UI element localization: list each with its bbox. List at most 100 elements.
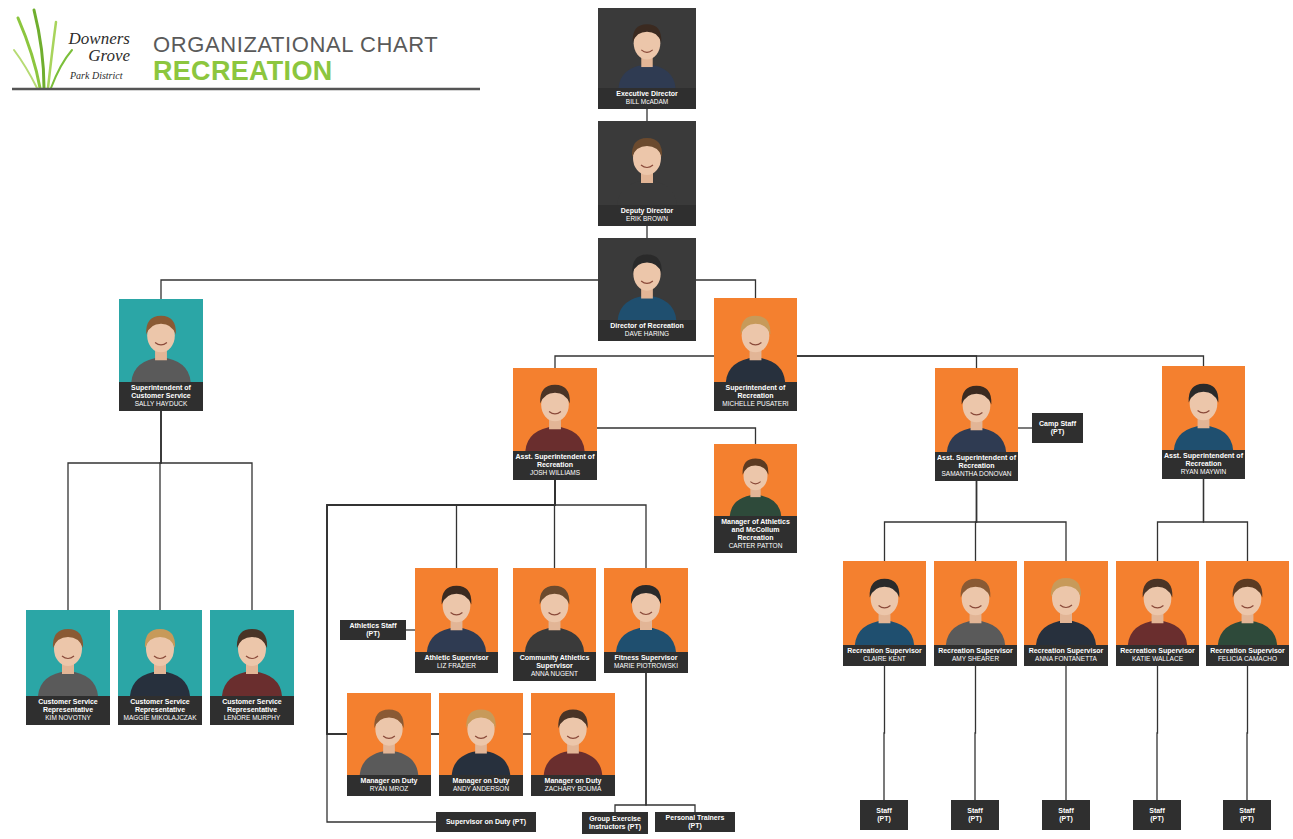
portrait-body bbox=[1218, 620, 1277, 645]
person-name: CLAIRE KENT bbox=[844, 655, 925, 663]
portrait-panel bbox=[714, 298, 797, 382]
job-title: Executive Director bbox=[599, 90, 695, 98]
person-card: Customer Service RepresentativeMAGGIE MI… bbox=[118, 610, 202, 725]
box-label: Staff (PT) bbox=[1235, 807, 1259, 823]
portrait bbox=[598, 121, 696, 205]
staff-box: Group Exercise Instructors (PT) bbox=[582, 812, 648, 834]
portrait-panel bbox=[598, 238, 696, 320]
staff-box: Staff (PT) bbox=[1223, 800, 1271, 830]
box-text-group: Athletics Staff (PT) bbox=[345, 622, 401, 638]
person-name: ERIK BROWN bbox=[599, 215, 695, 223]
name-plate: Superintendent of RecreationMICHELLE PUS… bbox=[714, 382, 797, 411]
job-title: Asst. Superintendent of Recreation bbox=[1163, 452, 1244, 468]
portrait-body bbox=[1128, 620, 1187, 645]
connector bbox=[974, 666, 976, 800]
portrait-body bbox=[946, 620, 1005, 645]
job-title: Superintendent of Recreation bbox=[715, 384, 796, 400]
portrait-smile bbox=[1242, 605, 1254, 607]
person-card: Manager on DutyRYAN MROZ bbox=[347, 693, 431, 796]
portrait-body bbox=[618, 64, 675, 88]
person-card: Asst. Superintendent of RecreationJOSH W… bbox=[513, 368, 597, 480]
person-card: Fitness SupervisorMARIE PIOTROWSKI bbox=[604, 568, 688, 673]
portrait bbox=[934, 561, 1017, 645]
logo-text: Park District bbox=[70, 70, 123, 81]
portrait-body bbox=[544, 751, 603, 775]
box-text-group: Staff (PT) bbox=[872, 807, 896, 823]
portrait-hair bbox=[1051, 578, 1081, 597]
portrait-smile bbox=[1152, 605, 1164, 607]
job-title: Customer Service Representative bbox=[119, 698, 201, 714]
box-label: Camp Staff (PT) bbox=[1036, 420, 1080, 436]
portrait-body bbox=[618, 296, 677, 320]
portrait-hair bbox=[540, 385, 570, 404]
name-plate: Customer Service RepresentativeMAGGIE MI… bbox=[118, 696, 202, 725]
portrait-smile bbox=[640, 612, 652, 615]
portrait-smile bbox=[750, 342, 762, 344]
portrait-smile bbox=[62, 656, 74, 659]
portrait-smile bbox=[154, 656, 166, 659]
job-title: Recreation Supervisor bbox=[1117, 647, 1198, 655]
connector bbox=[68, 411, 161, 610]
job-title: Manager of Athletics and McCollum Recrea… bbox=[715, 518, 796, 542]
portrait-panel bbox=[415, 568, 498, 652]
job-title: Deputy Director bbox=[599, 207, 695, 215]
staff-box: Athletics Staff (PT) bbox=[340, 620, 406, 640]
portrait-panel bbox=[513, 568, 596, 652]
box-label: Staff (PT) bbox=[1145, 807, 1169, 823]
person-card: Superintendent of Customer ServiceSALLY … bbox=[119, 299, 203, 411]
portrait bbox=[1206, 561, 1289, 645]
portrait-panel bbox=[1116, 561, 1199, 645]
person-card: Community Athletics SupervisorANNA NUGEN… bbox=[513, 568, 596, 681]
portrait bbox=[935, 368, 1018, 452]
portrait bbox=[843, 561, 926, 645]
portrait-smile bbox=[1060, 605, 1072, 608]
connector bbox=[457, 480, 556, 568]
person-name: KATIE WALLACE bbox=[1117, 655, 1198, 663]
person-card: Manager on DutyZACHARY BOUMA bbox=[531, 693, 615, 796]
job-title: Asst. Superintendent of Recreation bbox=[514, 453, 596, 469]
person-card: Asst. Superintendent of RecreationSAMANT… bbox=[935, 368, 1018, 481]
portrait-body bbox=[730, 495, 781, 516]
portrait-panel bbox=[513, 368, 597, 451]
job-title: Recreation Supervisor bbox=[844, 647, 925, 655]
job-title: Manager on Duty bbox=[440, 777, 522, 785]
connector bbox=[615, 673, 646, 812]
connector bbox=[555, 356, 714, 368]
connector bbox=[977, 481, 1067, 561]
portrait-hair bbox=[743, 459, 769, 475]
portrait bbox=[513, 368, 597, 451]
person-name: FELICIA CAMACHO bbox=[1207, 655, 1288, 663]
person-name: KIM NOVOTNY bbox=[27, 714, 109, 722]
portrait-hair bbox=[237, 629, 267, 648]
job-title: Manager on Duty bbox=[348, 777, 430, 785]
connector bbox=[883, 666, 885, 800]
name-plate: Customer Service RepresentativeKIM NOVOT… bbox=[26, 696, 110, 725]
staff-box: Staff (PT) bbox=[1133, 800, 1181, 830]
person-card: Customer Service RepresentativeLENORE MU… bbox=[210, 610, 294, 725]
person-name: ANDY ANDERSON bbox=[440, 785, 522, 793]
portrait-hair bbox=[870, 579, 900, 598]
name-plate: Customer Service RepresentativeLENORE MU… bbox=[210, 696, 294, 725]
portrait-smile bbox=[383, 736, 395, 738]
portrait-panel bbox=[1024, 561, 1108, 645]
portrait-panel bbox=[598, 121, 696, 205]
job-title: Recreation Supervisor bbox=[935, 647, 1016, 655]
box-label: Athletics Staff (PT) bbox=[345, 622, 401, 638]
portrait-body bbox=[1036, 620, 1096, 645]
box-text-group: Staff (PT) bbox=[1054, 807, 1078, 823]
portrait-panel bbox=[1162, 366, 1245, 450]
person-card: Superintendent of RecreationMICHELLE PUS… bbox=[714, 298, 797, 411]
person-card: Recreation SupervisorANNA FONTANETTA bbox=[1024, 561, 1108, 666]
connector bbox=[406, 629, 415, 630]
portrait-panel bbox=[714, 444, 797, 516]
portrait-hair bbox=[145, 629, 175, 648]
person-name: CARTER PATTON bbox=[715, 542, 796, 550]
portrait-body bbox=[726, 357, 785, 382]
portrait bbox=[118, 610, 202, 696]
name-plate: Fitness SupervisorMARIE PIOTROWSKI bbox=[604, 652, 688, 673]
portrait-hair bbox=[1143, 579, 1173, 598]
portrait-panel bbox=[119, 299, 203, 382]
connector bbox=[696, 280, 756, 298]
connector bbox=[1018, 427, 1032, 428]
person-card: Director of RecreationDAVE HARING bbox=[598, 238, 696, 341]
